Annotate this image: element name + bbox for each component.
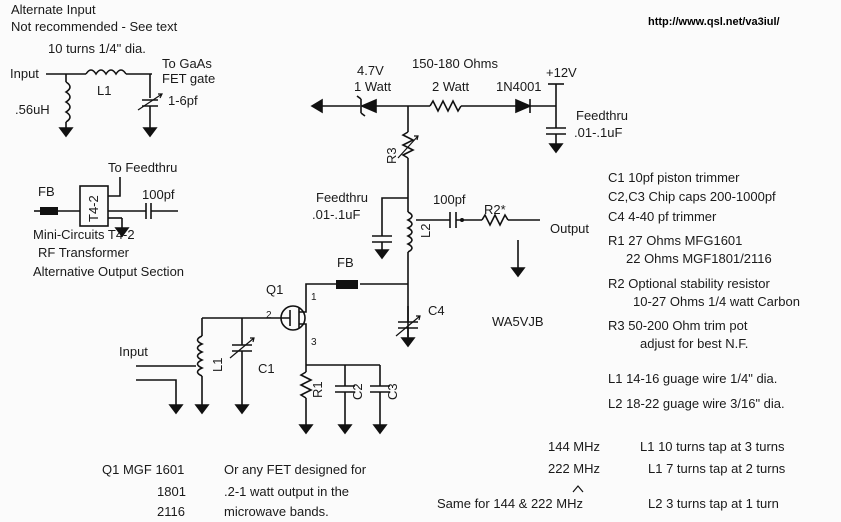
c3-label: C3 (385, 383, 400, 400)
designer-label: WA5VJB (492, 314, 544, 329)
alt-input-l1-label: L1 (97, 83, 111, 98)
r2-label: R2* (484, 202, 506, 217)
l2-label: L2 (418, 224, 433, 238)
alt-input-title: Alternate Input (11, 2, 96, 17)
fet-stage (202, 280, 421, 365)
q1-part-3: 2116 (157, 504, 185, 519)
q1-alt-note-3: microwave bands. (224, 504, 329, 519)
output-label: Output (550, 221, 589, 236)
note-r2-b: 10-27 Ohms 1/4 watt Carbon (633, 294, 800, 309)
note-r3-a: R3 50-200 Ohm trim pot (608, 318, 748, 333)
alt-out-caption-1: Mini-Circuits T4-2 (33, 227, 135, 242)
alt-out-ferrite-bead (40, 207, 58, 215)
resistor-ohms-label: 150-180 Ohms (412, 56, 498, 71)
c4-label: C4 (428, 303, 445, 318)
note-c2-c3: C2,C3 Chip caps 200-1000pf (608, 189, 776, 204)
alt-input-input-label: Input (10, 66, 39, 81)
ferrite-bead (336, 280, 358, 289)
r3-label: R3 (384, 147, 399, 164)
alt-input-inductor-label: .56uH (15, 102, 50, 117)
resistor-watt-label: 2 Watt (432, 79, 469, 94)
q1-pin-1: 1 (311, 292, 317, 303)
freq-222: 222 MHz (548, 461, 600, 476)
alt-input-coil-label: 10 turns 1/4" dia. (48, 41, 146, 56)
q1-pin-3: 3 (311, 337, 317, 348)
alt-input-to-label-1: To GaAs (162, 56, 212, 71)
alt-out-transformer-label: T4-2 (86, 195, 101, 222)
output-network (372, 197, 540, 337)
source-url: http://www.qsl.net/va3iul/ (648, 16, 780, 28)
note-c1: C1 10pf piston trimmer (608, 170, 740, 185)
input-network (136, 318, 255, 415)
zener-voltage-label: 4.7V (357, 63, 384, 78)
coupling-cap-label: 100pf (433, 192, 466, 207)
note-r1-b: 22 Ohms MGF1801/2116 (626, 251, 772, 266)
alt-input-subtitle: Not recommended - See text (11, 19, 178, 34)
alt-out-cap-label: 100pf (142, 187, 175, 202)
source-network (298, 364, 390, 435)
alt-out-fb-label: FB (38, 184, 55, 199)
note-l2: L2 18-22 guage wire 3/16" dia. (608, 396, 785, 411)
c1-label: C1 (258, 361, 275, 376)
alt-input-cap-label: 1-6pf (168, 93, 198, 108)
diode-label: 1N4001 (496, 79, 542, 94)
alt-input-circuit (46, 69, 163, 138)
feedthru-2-value: .01-.1uF (312, 207, 360, 222)
ferrite-bead-label: FB (337, 255, 354, 270)
q1-alt-note-1: Or any FET designed for (224, 462, 367, 477)
q1-part-1: Q1 MGF 1601 (102, 462, 184, 477)
winding-144: L1 10 turns tap at 3 turns (640, 439, 785, 454)
q1-pin-2: 2 (266, 310, 272, 321)
q1-label: Q1 (266, 282, 283, 297)
q1-part-2: 1801 (157, 484, 186, 499)
zener-watt-label: 1 Watt (354, 79, 391, 94)
supply-voltage-label: +12V (546, 65, 577, 80)
alt-out-to-label: To Feedthru (108, 160, 177, 175)
alt-input-to-label-2: FET gate (162, 71, 215, 86)
winding-l2: L2 3 turns tap at 1 turn (648, 496, 779, 511)
note-l1: L1 14-16 guage wire 1/4" dia. (608, 371, 777, 386)
alt-out-transformer-box (79, 185, 109, 227)
note-r3-b: adjust for best N.F. (640, 336, 748, 351)
feedthru-1-label: Feedthru (576, 108, 628, 123)
note-r2-a: R2 Optional stability resistor (608, 276, 771, 291)
c2-label: C2 (350, 383, 365, 400)
freq-both: Same for 144 & 222 MHz (437, 496, 583, 511)
bias-supply-chain (310, 83, 566, 212)
alt-out-caption-2: RF Transformer (38, 245, 130, 260)
note-r1-a: R1 27 Ohms MFG1601 (608, 233, 742, 248)
note-c4: C4 4-40 pf trimmer (608, 209, 717, 224)
feedthru-1-value: .01-.1uF (574, 125, 622, 140)
winding-222: L1 7 turns tap at 2 turns (648, 461, 786, 476)
r1-label: R1 (310, 381, 325, 398)
feedthru-2-label: Feedthru (316, 190, 368, 205)
alt-out-circuit: T4-2 (34, 177, 178, 238)
caret-mark (572, 485, 584, 493)
input-label: Input (119, 344, 148, 359)
q1-alt-note-2: .2-1 watt output in the (224, 484, 349, 499)
l1-label: L1 (210, 358, 225, 372)
freq-144: 144 MHz (548, 439, 600, 454)
alt-out-caption-3: Alternative Output Section (33, 264, 184, 279)
